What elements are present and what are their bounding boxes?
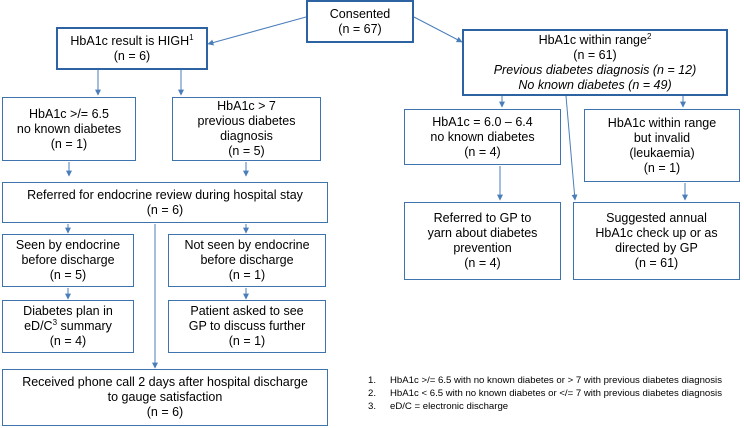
seen-endocrine-label: Seen by endocrine xyxy=(15,238,121,252)
not-seen-endocrine-sub: before discharge xyxy=(200,253,294,267)
hba1c-6-0-box: HbA1c = 6.0 – 6.4 no known diabetes (n =… xyxy=(404,109,561,165)
hba1c-7-box: HbA1c > 7 previous diabetes diagnosis (n… xyxy=(172,97,321,161)
patient-asked-sub: GP to discuss further xyxy=(188,319,306,333)
referred-endocrine-box: Referred for endocrine review during hos… xyxy=(2,182,328,223)
hba1c-6-5-label: HbA1c >/= 6.5 xyxy=(29,106,109,121)
not-seen-endocrine-count: (n = 1) xyxy=(228,268,266,282)
footnote-ref-3: 3 xyxy=(52,317,58,327)
patient-asked-box: Patient asked to see GP to discuss furth… xyxy=(168,300,326,353)
diabetes-plan-label: Diabetes plan in xyxy=(23,304,113,318)
hba1c-7-sub2: diagnosis xyxy=(220,129,273,143)
edc-abbrev: eD/C xyxy=(24,319,53,333)
annual-checkup-sub2: directed by GP xyxy=(615,241,698,255)
no-known-diabetes-count: No known diabetes (n = 49) xyxy=(518,77,672,92)
seen-endocrine-box: Seen by endocrine before discharge (n = … xyxy=(2,234,134,287)
seen-endocrine-count: (n = 5) xyxy=(49,268,87,282)
hba1c-6-5-count: (n = 1) xyxy=(50,136,88,151)
hba1c-6-5-sub: no known diabetes xyxy=(16,121,122,136)
previous-diagnosis-count: Previous diabetes diagnosis (n = 12) xyxy=(493,62,697,77)
footnote-3-text: eD/C = electronic discharge xyxy=(390,401,509,412)
annual-checkup-count: (n = 61) xyxy=(634,256,679,270)
hba1c-high-title: HbA1c result is HIGH xyxy=(70,33,190,48)
consented-box: Consented (n = 67) xyxy=(306,0,414,43)
referred-gp-count: (n = 4) xyxy=(464,256,501,270)
arrow-consented-to-within xyxy=(413,16,463,43)
footnote-1: 1. HbA1c >/= 6.5 with no known diabetes o… xyxy=(368,374,722,387)
footnote-2-text: HbA1c < 6.5 with no known diabetes or </… xyxy=(390,388,722,399)
hba1c-within-range-box: HbA1c within range2 (n = 61) Previous di… xyxy=(462,29,728,96)
footnote-2: 2. HbA1c < 6.5 with no known diabetes or … xyxy=(368,387,722,400)
referred-endocrine-count: (n = 6) xyxy=(146,202,184,217)
diabetes-plan-count: (n = 4) xyxy=(49,334,87,348)
referred-gp-label: Referred to GP to xyxy=(433,211,532,225)
annual-checkup-sub: HbA1c check up or as xyxy=(595,226,718,240)
footnote-3-number: 3. xyxy=(368,401,377,412)
referred-gp-sub: yarn about diabetes xyxy=(427,226,538,240)
consented-label: Consented xyxy=(329,6,391,21)
footnote-1-number: 1. xyxy=(368,375,377,386)
phone-call-count: (n = 6) xyxy=(146,405,184,419)
hba1c-6-5-box: HbA1c >/= 6.5 no known diabetes (n = 1) xyxy=(2,97,136,161)
footnote-ref-1: 1 xyxy=(189,32,194,42)
footnotes: 1. HbA1c >/= 6.5 with no known diabetes o… xyxy=(368,374,722,413)
footnote-1-text: HbA1c >/= 6.5 with no known diabetes or … xyxy=(390,375,722,386)
patient-asked-label: Patient asked to see xyxy=(190,304,304,318)
hba1c-6-0-count: (n = 4) xyxy=(464,144,501,159)
diabetes-plan-box: Diabetes plan in eD/C3 summary (n = 4) xyxy=(2,300,134,353)
footnote-2-number: 2. xyxy=(368,388,377,399)
invalid-label: HbA1c within range xyxy=(607,115,717,130)
not-seen-endocrine-box: Not seen by endocrine before discharge (… xyxy=(168,234,326,287)
invalid-leukaemia-box: HbA1c within range but invalid (leukaemi… xyxy=(584,109,740,182)
invalid-sub: but invalid xyxy=(633,130,691,145)
patient-asked-count: (n = 1) xyxy=(228,334,266,348)
hba1c-7-label: HbA1c > 7 xyxy=(217,99,276,113)
hba1c-7-count: (n = 5) xyxy=(228,144,265,158)
invalid-reason: (leukaemia) xyxy=(629,145,695,160)
annual-checkup-box: Suggested annual HbA1c check up or as di… xyxy=(573,202,740,280)
hba1c-6-0-label: HbA1c = 6.0 – 6.4 xyxy=(432,114,533,129)
invalid-count: (n = 1) xyxy=(643,160,681,175)
hba1c-7-sub: previous diabetes xyxy=(197,114,296,128)
referred-gp-box: Referred to GP to yarn about diabetes pr… xyxy=(404,202,561,280)
arrow-consented-to-high xyxy=(207,16,307,46)
phone-call-label: Received phone call 2 days after hospita… xyxy=(22,375,308,389)
hba1c-6-0-sub: no known diabetes xyxy=(430,129,535,144)
hba1c-high-box: HbA1c result is HIGH1 (n = 6) xyxy=(56,27,208,70)
within-range-count: (n = 61) xyxy=(573,47,617,62)
phone-call-sub: to gauge satisfaction xyxy=(107,390,223,404)
referred-gp-sub2: prevention xyxy=(453,241,512,255)
consented-count: (n = 67) xyxy=(338,21,382,36)
seen-endocrine-sub: before discharge xyxy=(21,253,115,267)
footnote-3: 3. eD/C = electronic discharge xyxy=(368,400,722,413)
annual-checkup-label: Suggested annual xyxy=(606,211,707,225)
arrow-within-to-annual xyxy=(565,95,578,201)
hba1c-high-count: (n = 6) xyxy=(113,48,151,63)
not-seen-endocrine-label: Not seen by endocrine xyxy=(184,238,310,252)
referred-endocrine-label: Referred for endocrine review during hos… xyxy=(27,187,303,202)
footnote-ref-2: 2 xyxy=(646,31,652,41)
phone-call-box: Received phone call 2 days after hospita… xyxy=(2,369,328,426)
diabetes-plan-summary: summary xyxy=(57,319,112,333)
within-range-title: HbA1c within range xyxy=(538,32,647,47)
